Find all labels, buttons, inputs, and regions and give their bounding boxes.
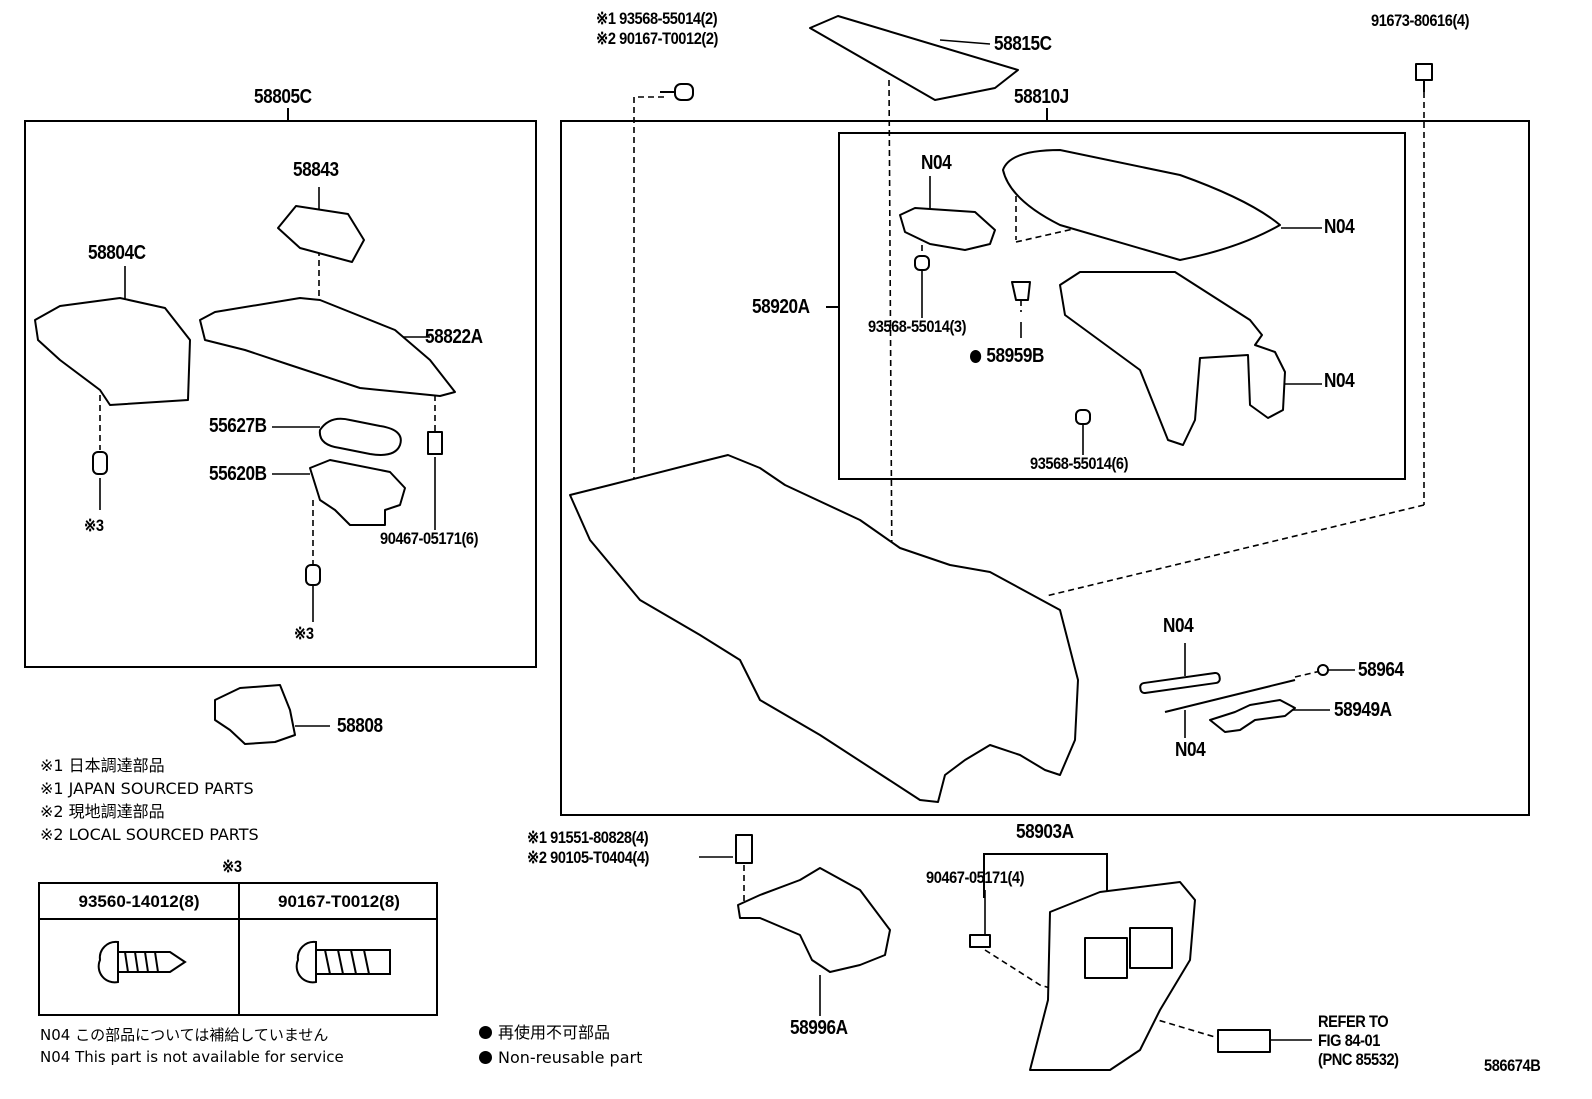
part-58843: [277, 205, 365, 263]
part-58804C: [34, 297, 191, 406]
part-58822A: [199, 297, 456, 397]
label-58964: 58964: [1358, 659, 1404, 681]
figure-number: 586674B: [1484, 1056, 1541, 1075]
part-console-body: [569, 454, 1079, 803]
label-bot2: ※2 90105-T0404(4): [527, 848, 649, 867]
note-nonreuse-en: Non-reusable part: [479, 1050, 642, 1066]
label-n04-lid: N04: [1324, 216, 1355, 238]
table-col-1: 93560-14012(8): [40, 884, 240, 1014]
label-58804C: 58804C: [88, 242, 146, 264]
part-58964: [1317, 664, 1329, 676]
table-col-2-header: 90167-T0012(8): [240, 884, 438, 920]
label-55620B: 55620B: [209, 463, 267, 485]
label-top1: ※1 93568-55014(2): [596, 9, 718, 28]
table-col-1-header: 93560-14012(8): [40, 884, 238, 920]
table-screw-1-icon: [97, 940, 119, 984]
part-n04-rod: [1139, 671, 1221, 695]
box-58805C: [24, 120, 537, 668]
box-58810J: [560, 120, 1530, 816]
note-nonreuse-jp-text: 再使用不可部品: [498, 1023, 611, 1042]
note-en1: ※1 JAPAN SOURCED PARTS: [40, 779, 254, 798]
note-jp1: ※1 日本調達部品: [40, 756, 165, 775]
part-58996A: [737, 867, 891, 973]
note-jp2: ※2 現地調達部品: [40, 802, 165, 821]
part-screw-ref3-a: [92, 451, 108, 475]
part-screw-3: [914, 255, 930, 271]
part-58808: [214, 684, 296, 745]
label-n04-rod: N04: [1163, 615, 1194, 637]
label-58996A: 58996A: [790, 1017, 848, 1039]
part-bolt-91551: [735, 834, 753, 864]
table-title: ※3: [222, 857, 242, 876]
part-58903A: [1029, 881, 1196, 1071]
note-en2: ※2 LOCAL SOURCED PARTS: [40, 825, 259, 844]
part-armrest-base: [1059, 271, 1286, 446]
label-ref3-a: ※3: [84, 516, 104, 535]
part-clip-90467: [427, 431, 443, 455]
note-n04-en: N04 This part is not available for servi…: [40, 1048, 344, 1066]
label-n04-hinge: N04: [921, 152, 952, 174]
part-55627B: [318, 417, 402, 456]
label-58815C: 58815C: [994, 33, 1052, 55]
part-long-rod: [1164, 679, 1296, 713]
label-ref3-b: ※3: [294, 624, 314, 643]
note-nonreuse-en-text: Non-reusable part: [498, 1048, 643, 1067]
bullet-dot-icon: [479, 1026, 492, 1039]
label-91673: 91673-80616(4): [1371, 11, 1470, 30]
note-nonreuse-jp: 再使用不可部品: [479, 1025, 610, 1041]
label-58810J: 58810J: [1014, 86, 1069, 108]
table-col-2: 90167-T0012(8): [240, 884, 438, 1014]
part-screw-top: [660, 83, 694, 101]
part-hinge: [899, 207, 996, 251]
label-refer-2: FIG 84-01: [1318, 1031, 1380, 1050]
part-bolt-91673: [1415, 63, 1433, 92]
label-58959B-text: 58959B: [986, 345, 1045, 367]
bullet-dot-icon: [479, 1051, 492, 1064]
part-clip-90467-4: [969, 934, 991, 948]
label-55627B: 55627B: [209, 415, 267, 437]
label-58920A: 58920A: [752, 296, 810, 318]
label-93568-3: 93568-55014(3): [868, 317, 967, 336]
part-vents: [1084, 927, 1173, 979]
part-switch-ref: [1217, 1029, 1271, 1053]
label-58808: 58808: [337, 715, 383, 737]
part-armrest-lid: [1002, 149, 1281, 261]
label-refer-1: REFER TO: [1318, 1012, 1389, 1031]
part-screw-6: [1075, 409, 1091, 425]
label-90467-4: 90467-05171(4): [926, 868, 1025, 887]
table-screw-2-icon: [295, 940, 317, 984]
label-58959B: 58959B: [970, 346, 1044, 366]
fastener-table: 93560-14012(8) 90167-T0012(8): [38, 882, 438, 1016]
label-bot1: ※1 91551-80828(4): [527, 828, 649, 847]
label-58843: 58843: [293, 159, 339, 181]
label-58805C: 58805C: [254, 86, 312, 108]
label-58822A: 58822A: [425, 326, 483, 348]
label-refer-3: (PNC 85532): [1318, 1050, 1399, 1069]
label-58903A: 58903A: [1016, 821, 1074, 843]
label-top2: ※2 90167-T0012(2): [596, 29, 718, 48]
label-58949A: 58949A: [1334, 699, 1392, 721]
part-58815C-pad: [809, 15, 1019, 101]
note-n04-jp: N04 この部品については補給していません: [40, 1026, 329, 1044]
label-90467-6: 90467-05171(6): [380, 529, 479, 548]
label-n04-long-rod: N04: [1175, 739, 1206, 761]
part-screw-ref3-b: [305, 564, 321, 586]
label-93568-6: 93568-55014(6): [1030, 454, 1129, 473]
label-n04-base: N04: [1324, 370, 1355, 392]
part-55620B: [309, 459, 406, 526]
non-reusable-dot-icon: [970, 350, 982, 363]
part-58949A: [1209, 699, 1296, 733]
part-clip-58959B: [1011, 281, 1031, 301]
